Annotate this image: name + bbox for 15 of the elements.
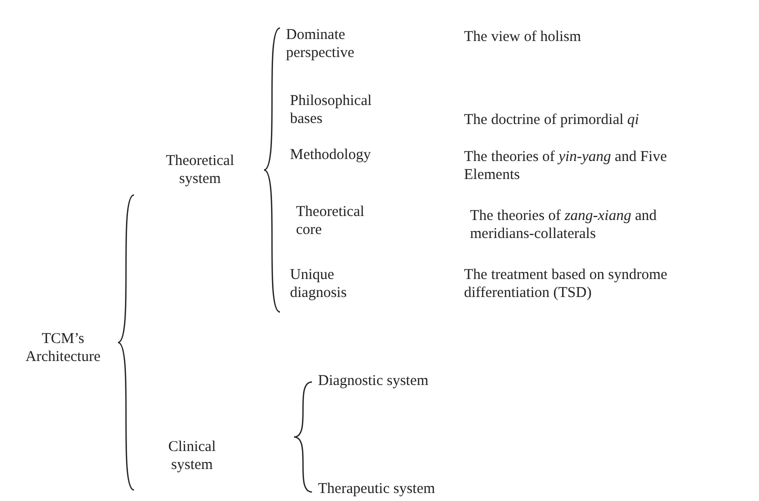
description-text: The doctrine of primordial qi (464, 111, 640, 129)
node-label: Unique diagnosis (290, 266, 370, 302)
node-label: Clinical system (152, 438, 232, 474)
node-label: TCM’s Architecture (8, 330, 118, 366)
node-label: Dominate perspective (286, 26, 376, 62)
description-text: The theories of yin-yang and Five Elements (464, 148, 668, 184)
description-text: The treatment based on syndrome differentiation (TSD) (464, 266, 668, 302)
node-label: Theoretical core (296, 203, 376, 239)
node-label: Philosophical bases (290, 92, 380, 128)
node-label: Theoretical system (150, 152, 250, 188)
description-text: The theories of zang-xiang and meridians-collaterals (470, 207, 658, 243)
node-label: Diagnostic system (318, 372, 478, 390)
description-text: The view of holism (464, 28, 582, 46)
node-label: Therapeutic system (318, 480, 478, 498)
node-label: Methodology (290, 146, 390, 164)
